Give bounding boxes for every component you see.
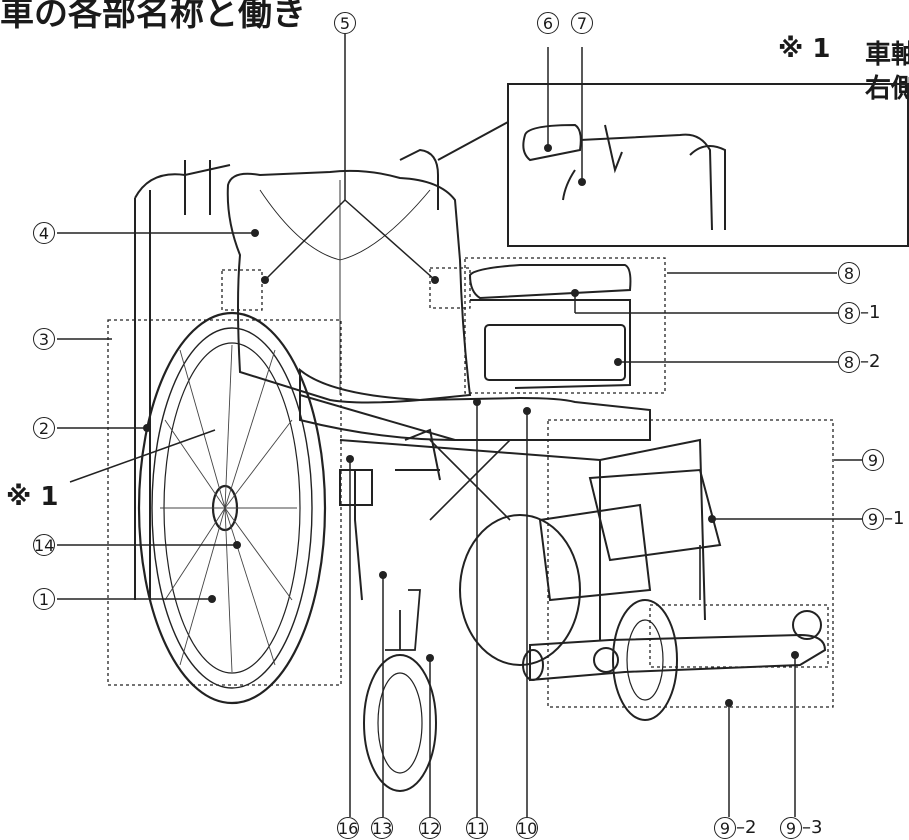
leg-support xyxy=(588,468,722,600)
caster-front-left xyxy=(363,589,437,792)
callout-16: 16 xyxy=(337,817,359,839)
leader-lines xyxy=(57,34,862,817)
callout-9-3: 9–3 xyxy=(780,817,822,839)
caster-front-right xyxy=(612,599,678,721)
leader-dots xyxy=(143,144,799,707)
backrest-frame xyxy=(134,148,439,600)
callout-9-2: 9–2 xyxy=(714,817,756,839)
seat xyxy=(299,367,651,441)
note-line-2: 右側 xyxy=(865,74,909,104)
callout-9: 9 xyxy=(862,449,884,471)
callout-8-1: 8–1 xyxy=(838,302,880,324)
note-mark: ※ 1 xyxy=(778,34,831,64)
callout-14: 14 xyxy=(33,534,55,556)
rear-wheel xyxy=(137,311,327,705)
armrest xyxy=(468,264,632,389)
callout-8-2: 8–2 xyxy=(838,351,880,373)
callout-5: 5 xyxy=(334,12,356,34)
callout-1: 1 xyxy=(33,588,55,610)
callout-11: 11 xyxy=(466,817,488,839)
callout-13: 13 xyxy=(371,817,393,839)
callout-3: 3 xyxy=(33,328,55,350)
callout-9-1: 9–1 xyxy=(862,508,904,530)
inset-grip-detail xyxy=(437,83,909,247)
back-cushion xyxy=(226,169,472,404)
dotted-groups xyxy=(107,257,834,708)
callout-7: 7 xyxy=(571,12,593,34)
front-frame xyxy=(339,438,706,640)
callout-6: 6 xyxy=(537,12,559,34)
callout-4: 4 xyxy=(33,222,55,244)
note-line-1: 車軸 xyxy=(865,40,909,70)
side-note-mark: ※ 1 xyxy=(6,482,59,512)
footplate xyxy=(522,610,827,682)
callout-12: 12 xyxy=(419,817,441,839)
page-heading: 車の各部名称と働き xyxy=(0,0,306,34)
callout-10: 10 xyxy=(516,817,538,839)
brake-lever xyxy=(339,428,441,601)
caster-rear-inner xyxy=(459,514,581,666)
callout-2: 2 xyxy=(33,417,55,439)
callout-8: 8 xyxy=(838,262,860,284)
